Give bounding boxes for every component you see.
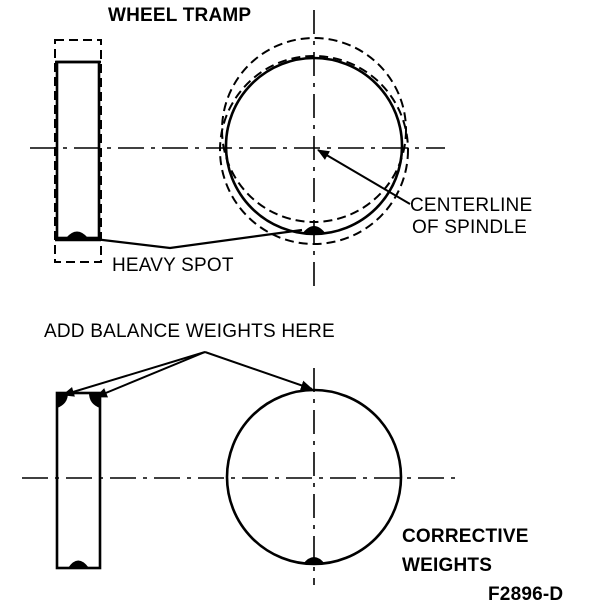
heavy-spot-label: HEAVY SPOT — [112, 255, 234, 276]
arrow-to-wheel-top — [204, 351, 313, 391]
centerline-label-line2: OF SPINDLE — [412, 217, 527, 238]
corrective-weights-section — [22, 351, 455, 585]
figure-id: F2896-D — [488, 584, 564, 605]
wheel-tramp-outline-lower — [219, 55, 409, 245]
corrective-weight-wheel-bottom — [303, 557, 325, 564]
centerline-label-line1: CENTERLINE — [410, 195, 533, 216]
corrective-weight-tire-bottom — [68, 560, 89, 568]
diagram-title: WHEEL TRAMP — [108, 5, 252, 26]
wheel-tramp-section — [30, 10, 445, 290]
heavy-spot-wheel — [302, 226, 326, 234]
corrective-weights-label-line2: WEIGHTS — [402, 555, 493, 576]
arrow-to-tire-right — [95, 351, 206, 398]
centerline-leader — [317, 149, 411, 205]
arrow-to-tire-left — [62, 351, 206, 397]
tire-side-view-bottom — [55, 391, 102, 570]
tire-side-view-dashed — [54, 39, 102, 263]
tire-side-view-top — [55, 60, 101, 240]
balance-weight-tire-top-left — [57, 393, 68, 408]
heavy-spot-tire — [66, 231, 88, 238]
add-weights-label: ADD BALANCE WEIGHTS HERE — [44, 321, 335, 342]
corrective-weights-label-line1: CORRECTIVE — [402, 526, 529, 547]
heavy-spot-leader — [85, 228, 303, 250]
